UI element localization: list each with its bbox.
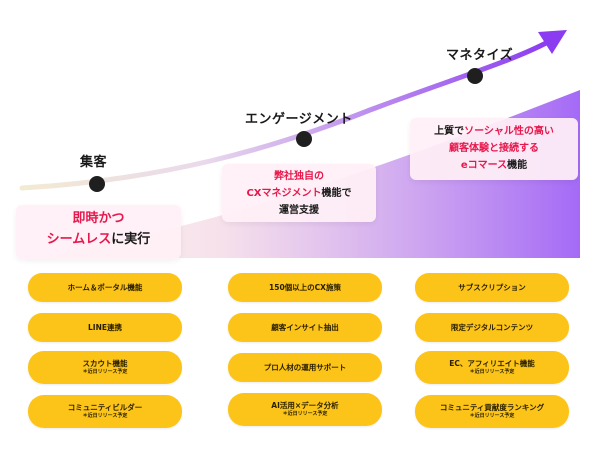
stage-marker-monetize (467, 68, 483, 84)
callout-engagement: 弊社独自の CXマネジメント機能で 運営支援 (222, 164, 376, 222)
stage-label-monetize: マネタイズ (446, 48, 514, 63)
callout-line: 上質でソーシャル性の高い (410, 123, 578, 140)
callout-text: 弊社独自の (274, 171, 324, 182)
feature-pill: 150個以上のCX施策 (228, 273, 382, 302)
callout-text: に実行 (111, 232, 151, 247)
feature-label: コミュニティビルダー (67, 403, 143, 412)
feature-note: ＊近日リリース予定 (469, 369, 515, 375)
feature-pill: 限定デジタルコンテンツ (415, 313, 569, 342)
callout-monetize: 上質でソーシャル性の高い 顧客体験と接続する eコマース機能 (410, 118, 578, 180)
feature-pill: ホーム＆ポータル機能 (28, 273, 182, 302)
callout-text: CXマネジメント (246, 188, 322, 199)
feature-pill: プロ人材の運用サポート (228, 353, 382, 382)
feature-pill: サブスクリプション (415, 273, 569, 302)
callout-acquisition: 即時かつ シームレスに実行 (16, 205, 181, 259)
feature-label: プロ人材の運用サポート (263, 362, 347, 372)
feature-pill: LINE連携 (28, 313, 182, 342)
feature-pill: コミュニティ貢献度ランキング ＊近日リリース予定 (415, 395, 569, 428)
callout-line: CXマネジメント機能で (222, 185, 376, 202)
feature-note: ＊近日リリース予定 (282, 411, 328, 417)
feature-pill: 顧客インサイト抽出 (228, 313, 382, 342)
stage-marker-engagement (296, 131, 312, 147)
callout-text: 上質で (434, 126, 465, 137)
growth-arrowhead (538, 30, 567, 54)
callout-line: 運営支援 (222, 202, 376, 219)
feature-label: サブスクリプション (458, 282, 526, 292)
feature-label: コミュニティ貢献度ランキング (439, 403, 545, 412)
feature-pill: コミュニティビルダー ＊近日リリース予定 (28, 395, 182, 428)
callout-line: 顧客体験と接続する (410, 140, 578, 157)
callout-line: 即時かつ (16, 208, 181, 229)
callout-text: 顧客体験と接続する (449, 143, 539, 154)
feature-label: LINE連携 (88, 322, 122, 332)
callout-text: eコマース (460, 160, 508, 171)
feature-pill: AI活用×データ分析 ＊近日リリース予定 (228, 393, 382, 426)
callout-text: ソーシャル性の高い (464, 126, 554, 137)
callout-line: シームレスに実行 (16, 229, 181, 250)
callout-line: 弊社独自の (222, 168, 376, 185)
feature-label: EC、アフィリエイト機能 (449, 359, 535, 368)
feature-pill: スカウト機能 ＊近日リリース予定 (28, 351, 182, 384)
feature-note: ＊近日リリース予定 (469, 413, 515, 419)
stage-marker-acquisition (89, 176, 105, 192)
feature-label: ホーム＆ポータル機能 (67, 282, 143, 292)
callout-line: eコマース機能 (410, 157, 578, 174)
callout-text: 機能 (507, 160, 528, 171)
feature-note: ＊近日リリース予定 (82, 369, 128, 375)
feature-pill: EC、アフィリエイト機能 ＊近日リリース予定 (415, 351, 569, 384)
callout-text: 運営支援 (279, 205, 319, 216)
feature-label: 150個以上のCX施策 (269, 282, 341, 292)
feature-label: 顧客インサイト抽出 (271, 322, 339, 332)
callout-text: 即時かつ (72, 211, 125, 226)
feature-label: 限定デジタルコンテンツ (450, 322, 534, 332)
feature-label: AI活用×データ分析 (271, 401, 339, 410)
growth-curve (19, 39, 551, 191)
stage-label-engagement: エンゲージメント (245, 112, 353, 127)
feature-label: スカウト機能 (82, 359, 128, 368)
growth-area (30, 90, 580, 258)
stage-label-acquisition: 集客 (80, 155, 108, 170)
callout-text: シームレス (46, 232, 112, 247)
feature-note: ＊近日リリース予定 (82, 413, 128, 419)
callout-text: 機能で (321, 188, 352, 199)
